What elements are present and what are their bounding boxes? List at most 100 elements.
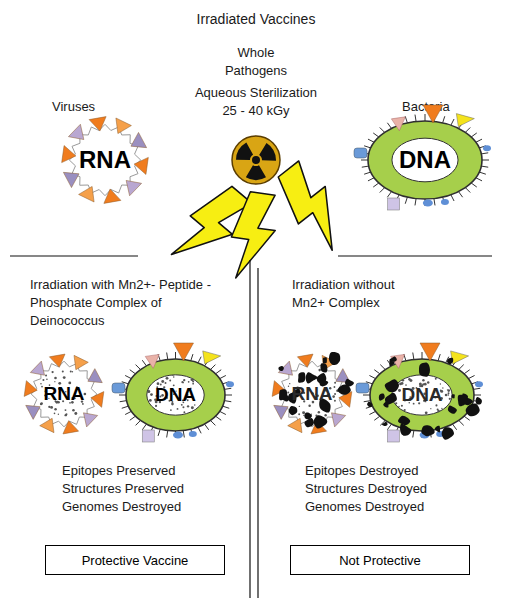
divider-line (10, 255, 138, 256)
cell-hair (451, 119, 454, 125)
damage-blotch (314, 415, 328, 428)
cell-hair (443, 116, 445, 123)
genome-damage-speck (289, 383, 290, 384)
lightning-bolt (226, 190, 280, 283)
cell-hair (374, 416, 380, 420)
damage-blotch (379, 394, 385, 401)
genome-damage-speck (324, 414, 326, 416)
genome-damage-speck (334, 386, 336, 388)
genome-damage-speck (70, 370, 72, 372)
cell-hair (471, 183, 477, 187)
cell-hair (459, 365, 464, 370)
virus-particle: RNA (55, 110, 155, 210)
cell-hair (473, 388, 480, 389)
genome-damage-speck (169, 380, 171, 382)
genome-damage-speck (58, 414, 59, 415)
genome-damage-speck (187, 405, 189, 407)
genome-damage-speck (441, 408, 442, 409)
surface-epitope (173, 432, 183, 439)
genome-damage-speck (430, 408, 431, 409)
nucleoid (392, 138, 458, 182)
genome-damage-speck (302, 411, 305, 414)
cell-hair (198, 427, 201, 433)
cell-hair (362, 166, 369, 167)
genome-damage-speck (398, 389, 401, 392)
trefoil-blades (238, 142, 274, 178)
genome-damage-speck (147, 390, 150, 393)
outcome-box: Protective Vaccine (45, 545, 225, 575)
cell-body (126, 359, 225, 431)
surface-epitope (142, 430, 154, 442)
bacterium-cell: DNA (350, 105, 500, 215)
genome-damage-speck (183, 379, 185, 381)
surface-epitope (388, 198, 400, 210)
genome-damage-speck (334, 393, 336, 395)
surface-epitope (391, 117, 405, 131)
cell-hair (415, 199, 416, 206)
divider-line (249, 260, 250, 598)
genome-damage-speck (161, 380, 164, 383)
cell-hair (119, 395, 126, 396)
damage-blotch (389, 360, 394, 366)
cell-hair (224, 401, 231, 402)
text-label: Genomes Destroyed (62, 498, 181, 516)
nucleoid (392, 375, 452, 415)
surface-epitope (68, 124, 83, 139)
damage-blotch (337, 385, 350, 395)
genome-damage-speck (65, 409, 67, 411)
surface-epitope (63, 172, 79, 187)
text-label: Epitopes Preserved (62, 462, 175, 480)
damage-blotch (289, 406, 298, 415)
damage-blotch (326, 404, 330, 409)
cell-hair (459, 420, 464, 425)
cell-hair (387, 424, 391, 430)
outcome-label: Not Protective (339, 553, 421, 568)
cell-hair (158, 429, 160, 436)
cell-hair (464, 370, 470, 374)
damage-blotch (476, 397, 482, 404)
genome-damage-speck (164, 382, 166, 384)
genome-damage-speck (45, 375, 47, 377)
cell-hair (122, 406, 129, 408)
surface-epitope (131, 132, 147, 147)
genome-damage-speck (41, 386, 43, 388)
genome-damage-speck (65, 414, 67, 416)
damage-blotch (306, 372, 318, 383)
divider-line (257, 268, 258, 598)
surface-epitope (116, 118, 132, 134)
genome-damage-speck (177, 408, 179, 410)
genome-damage-speck (427, 381, 429, 383)
genome-damage-speck (287, 392, 289, 394)
genome-damage-speck (181, 381, 183, 383)
damage-blotch (435, 426, 440, 433)
damage-blotch (385, 379, 399, 392)
text-label: Viruses (52, 98, 95, 116)
surface-epitope (420, 343, 440, 361)
genome-label: DNA (399, 146, 451, 174)
cell-hair (476, 178, 482, 181)
cell-hair (451, 195, 454, 201)
genome-label: DNA (155, 384, 196, 406)
cell-hair (482, 160, 489, 161)
cell-hair (225, 395, 232, 396)
cell-hair (220, 411, 226, 414)
cell-hair (465, 188, 470, 193)
cell-hair (368, 178, 374, 181)
damage-blotch (320, 363, 327, 372)
genome-damage-speck (40, 402, 43, 405)
genome-damage-speck (422, 379, 424, 381)
genome-damage-speck (402, 379, 404, 381)
surface-epitope (104, 189, 121, 203)
cell-hair (363, 395, 370, 396)
genome-damage-speck (437, 408, 439, 410)
genome-damage-speck (447, 389, 450, 392)
cell-hair (471, 133, 477, 137)
genome-damage-speck (334, 382, 336, 384)
genome-damage-speck (48, 406, 50, 408)
genome-damage-speck (54, 408, 57, 411)
cell-body (370, 359, 474, 431)
cell-hair (142, 360, 146, 366)
surface-epitope (30, 361, 44, 375)
genome-damage-speck (299, 406, 300, 407)
genome-damage-speck (72, 371, 73, 372)
